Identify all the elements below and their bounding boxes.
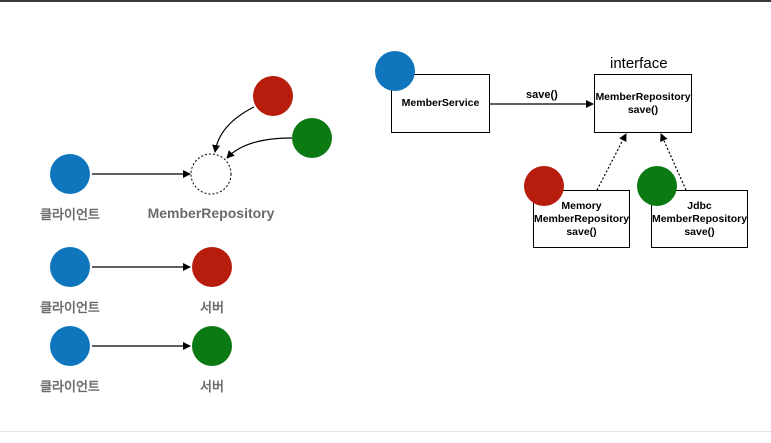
client-label-1: 클라이언트 <box>40 207 100 222</box>
member-repository-interface-box: MemberRepository save() <box>594 74 692 133</box>
server-label-1: 서버 <box>200 300 224 315</box>
repo-interface-name: MemberRepository <box>595 90 691 103</box>
jdbc-repo-method: save() <box>684 225 715 238</box>
memory-repo-line2: MemberRepository <box>533 212 630 225</box>
arrow-red-to-placeholder <box>212 106 255 153</box>
member-service-label: MemberService <box>401 97 480 109</box>
client-node-1 <box>50 154 90 194</box>
green-server-node <box>192 326 232 366</box>
bottom-divider <box>0 431 771 432</box>
green-implementation-node <box>292 118 332 158</box>
dotted-arrow-memory-to-interface <box>596 133 627 191</box>
interface-label: interface <box>610 55 668 72</box>
jdbc-repository-box: Jdbc MemberRepository save() <box>651 190 748 248</box>
client-label-2: 클라이언트 <box>40 300 100 315</box>
repository-placeholder-node <box>190 153 232 195</box>
memory-repo-line1: Memory <box>561 199 602 212</box>
red-server-node <box>192 247 232 287</box>
client-label-3: 클라이언트 <box>40 379 100 394</box>
jdbc-repo-line2: MemberRepository <box>651 212 748 225</box>
server-label-2: 서버 <box>200 379 224 394</box>
memory-repository-box: Memory MemberRepository save() <box>533 190 630 248</box>
dotted-arrow-jdbc-to-interface <box>660 133 687 191</box>
member-service-box: MemberService <box>391 74 490 133</box>
client-node-2 <box>50 247 90 287</box>
client-node-3 <box>50 326 90 366</box>
repo-interface-method: save() <box>627 103 659 116</box>
save-call-label: save() <box>526 89 558 101</box>
red-implementation-node <box>253 76 293 116</box>
memory-repo-method: save() <box>566 225 597 238</box>
jdbc-repo-line1: Jdbc <box>687 199 712 212</box>
top-border <box>0 0 771 2</box>
arrow-green-to-placeholder <box>226 137 293 159</box>
member-repository-label: MemberRepository <box>147 205 275 221</box>
